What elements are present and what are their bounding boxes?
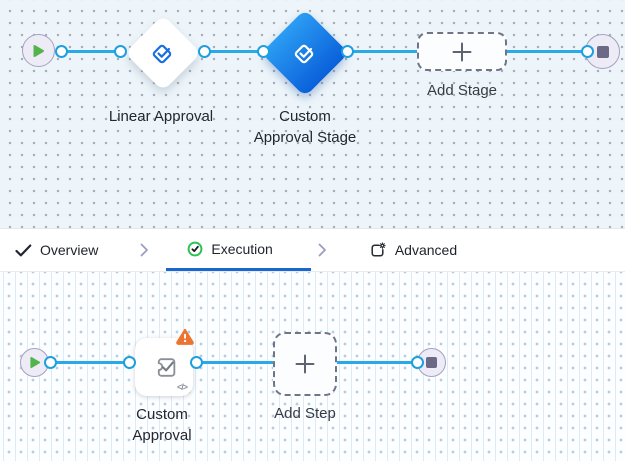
add-step-label: Add Step [274, 405, 336, 422]
warning-triangle-icon[interactable] [176, 328, 194, 350]
connection-port[interactable] [44, 356, 57, 369]
stage-node-custom-approval-stage[interactable] [261, 9, 349, 97]
tab-label: Execution [211, 240, 273, 257]
stop-icon [426, 357, 437, 368]
stage-canvas[interactable]: Linear Approval Custom Approval Stage Ad… [0, 0, 625, 228]
stage-label: Custom Approval Stage [253, 108, 357, 146]
connection-port[interactable] [581, 45, 594, 58]
add-stage-button[interactable] [417, 32, 507, 71]
step-label: Custom Approval [132, 406, 192, 444]
stop-icon [596, 45, 609, 58]
connection-port[interactable] [190, 356, 203, 369]
step-node-custom-approval[interactable] [135, 338, 193, 396]
connection-port[interactable] [411, 356, 424, 369]
tab-label: Overview [40, 242, 99, 258]
tab-advanced[interactable]: Advanced [369, 229, 457, 271]
chevron-right-icon [140, 243, 149, 257]
check-circle-icon [187, 241, 203, 256]
play-icon [29, 356, 40, 369]
stage-tab-bar: Overview Execution Advanced [0, 228, 625, 272]
connector-line [204, 50, 266, 53]
chevron-right-icon [318, 243, 326, 257]
connector-line [346, 50, 419, 53]
step-canvas[interactable]: </> Custom Approval Add Step [0, 272, 625, 461]
stage-node-linear-approval[interactable] [124, 14, 202, 92]
play-icon [33, 44, 44, 57]
connector-line [196, 361, 274, 364]
puzzle-check-icon [157, 357, 175, 377]
connection-port[interactable] [257, 45, 270, 58]
approval-check-icon [292, 40, 318, 66]
tab-overview[interactable]: Overview [15, 229, 98, 271]
approval-check-icon [150, 40, 176, 66]
connector-line [505, 50, 589, 53]
connector-line [62, 50, 120, 53]
connection-port[interactable] [114, 45, 127, 58]
connection-port[interactable] [341, 45, 354, 58]
plus-icon [295, 354, 315, 374]
tab-execution[interactable]: Execution [166, 229, 311, 271]
add-step-button[interactable] [273, 332, 337, 396]
connector-line [336, 361, 416, 364]
box-gear-icon [371, 241, 386, 257]
start-node[interactable] [22, 34, 55, 67]
tab-label: Advanced [394, 242, 458, 258]
connector-line [50, 361, 124, 364]
connection-port[interactable] [123, 356, 136, 369]
check-icon [15, 244, 32, 256]
stage-label: Linear Approval [108, 108, 214, 125]
code-icon: </> [177, 382, 188, 392]
connection-port[interactable] [55, 45, 68, 58]
plus-icon [452, 42, 472, 61]
add-stage-label: Add Stage [426, 82, 498, 99]
connection-port[interactable] [198, 45, 211, 58]
